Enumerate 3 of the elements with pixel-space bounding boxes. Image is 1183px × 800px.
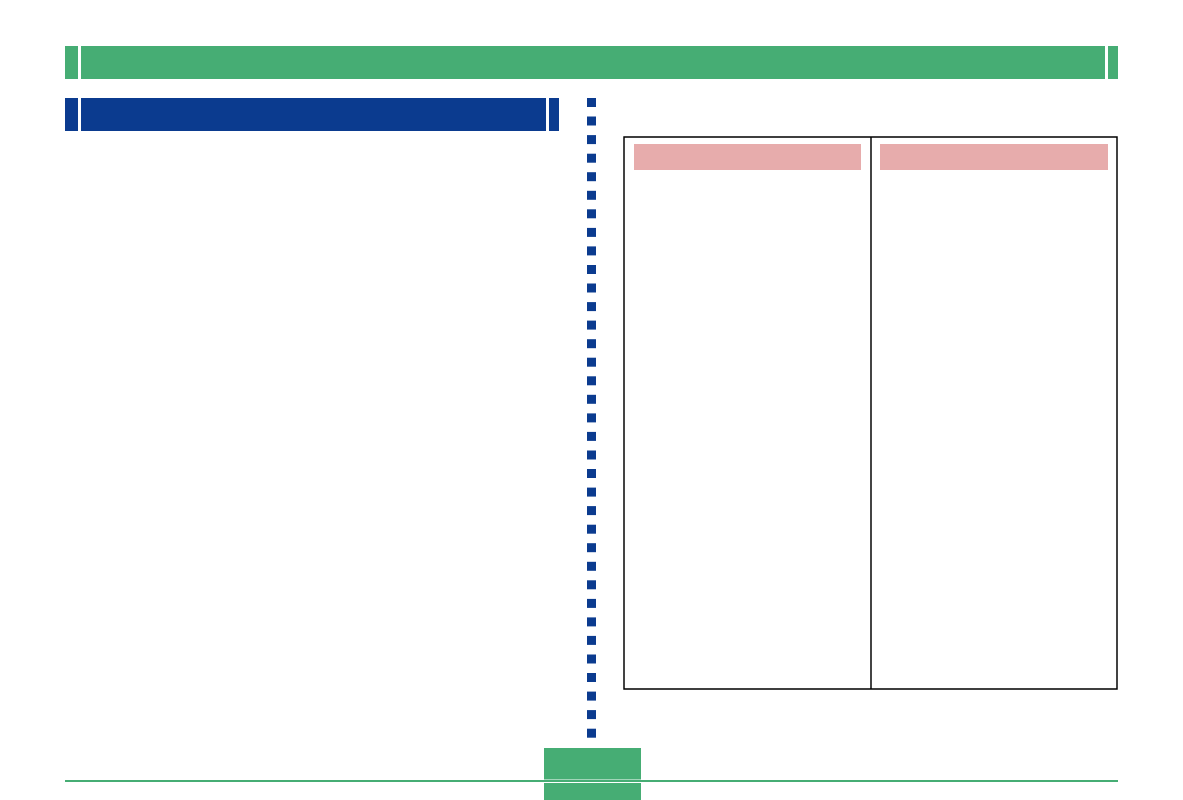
header-bar	[634, 144, 861, 170]
table-frame	[623, 136, 1118, 690]
header-bar	[880, 144, 1108, 170]
